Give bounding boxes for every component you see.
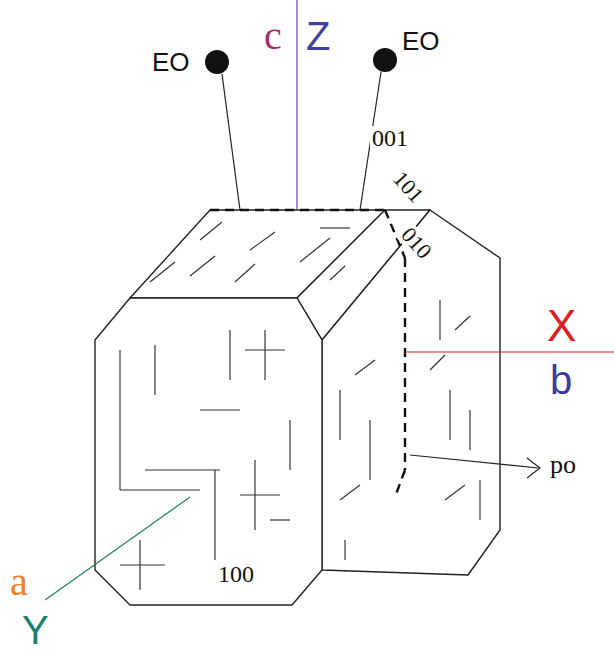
axis-label: a	[8, 562, 30, 602]
po-pointer	[410, 455, 538, 468]
cleavage-stroke	[229, 330, 230, 380]
cleavage-stroke	[449, 390, 450, 440]
axis-label: Z	[304, 16, 332, 56]
cleavage-stroke	[119, 420, 120, 490]
cleavage-stroke	[200, 222, 222, 240]
cleavage-stroke	[120, 489, 200, 490]
cleavage-stroke	[330, 266, 345, 280]
cleavage-stroke	[214, 470, 215, 560]
cleavage-stroke	[479, 480, 480, 520]
cleavage-stroke	[289, 420, 290, 470]
face-index: 001	[370, 126, 410, 150]
sensor-dot	[373, 48, 397, 72]
cleavage-stroke	[190, 256, 215, 276]
po-pointer-head	[527, 458, 540, 478]
cleavage-stroke	[120, 564, 165, 565]
cleavage-stroke	[339, 390, 340, 440]
b-axis	[405, 351, 614, 352]
face-index: 100	[216, 562, 256, 586]
axis-label: b	[548, 360, 574, 400]
sensor-lead	[222, 74, 240, 210]
cleavage-stroke	[300, 238, 330, 262]
hidden-edge	[395, 470, 405, 497]
cleavage-stroke	[344, 540, 345, 560]
cleavage-stroke	[340, 485, 360, 500]
cleavage-stroke	[200, 409, 240, 410]
cleavage-stroke	[455, 316, 470, 330]
axis-label: c	[262, 16, 284, 56]
sensor-label: EO	[400, 28, 442, 54]
cleavage-stroke	[369, 420, 370, 480]
sensor-dot	[205, 50, 229, 74]
axis-label: X	[545, 304, 578, 348]
cleavage-stroke	[240, 494, 280, 495]
cleavage-stroke	[250, 232, 275, 250]
cleavage-stroke	[430, 355, 445, 370]
face-100	[95, 298, 322, 605]
a-axis	[45, 497, 190, 600]
face-010	[322, 210, 500, 575]
axis-label: Y	[20, 610, 51, 650]
cleavage-stroke	[320, 227, 350, 228]
cleavage-stroke	[264, 330, 265, 380]
cleavage-stroke	[469, 410, 470, 450]
face-index: 101	[388, 166, 429, 208]
cleavage-stroke	[119, 350, 120, 420]
cleavage-stroke	[270, 519, 290, 520]
c-axis	[296, 0, 297, 210]
sensor-label: EO	[150, 49, 192, 75]
form-label: po	[548, 452, 578, 478]
cleavage-stroke	[355, 360, 375, 375]
cleavage-stroke	[145, 469, 220, 470]
cleavage-stroke	[445, 485, 465, 500]
cleavage-stroke	[150, 262, 175, 282]
cleavage-stroke	[154, 345, 155, 395]
hidden-edge	[404, 258, 406, 470]
cleavage-stroke	[235, 264, 255, 282]
cleavage-stroke	[439, 300, 440, 340]
